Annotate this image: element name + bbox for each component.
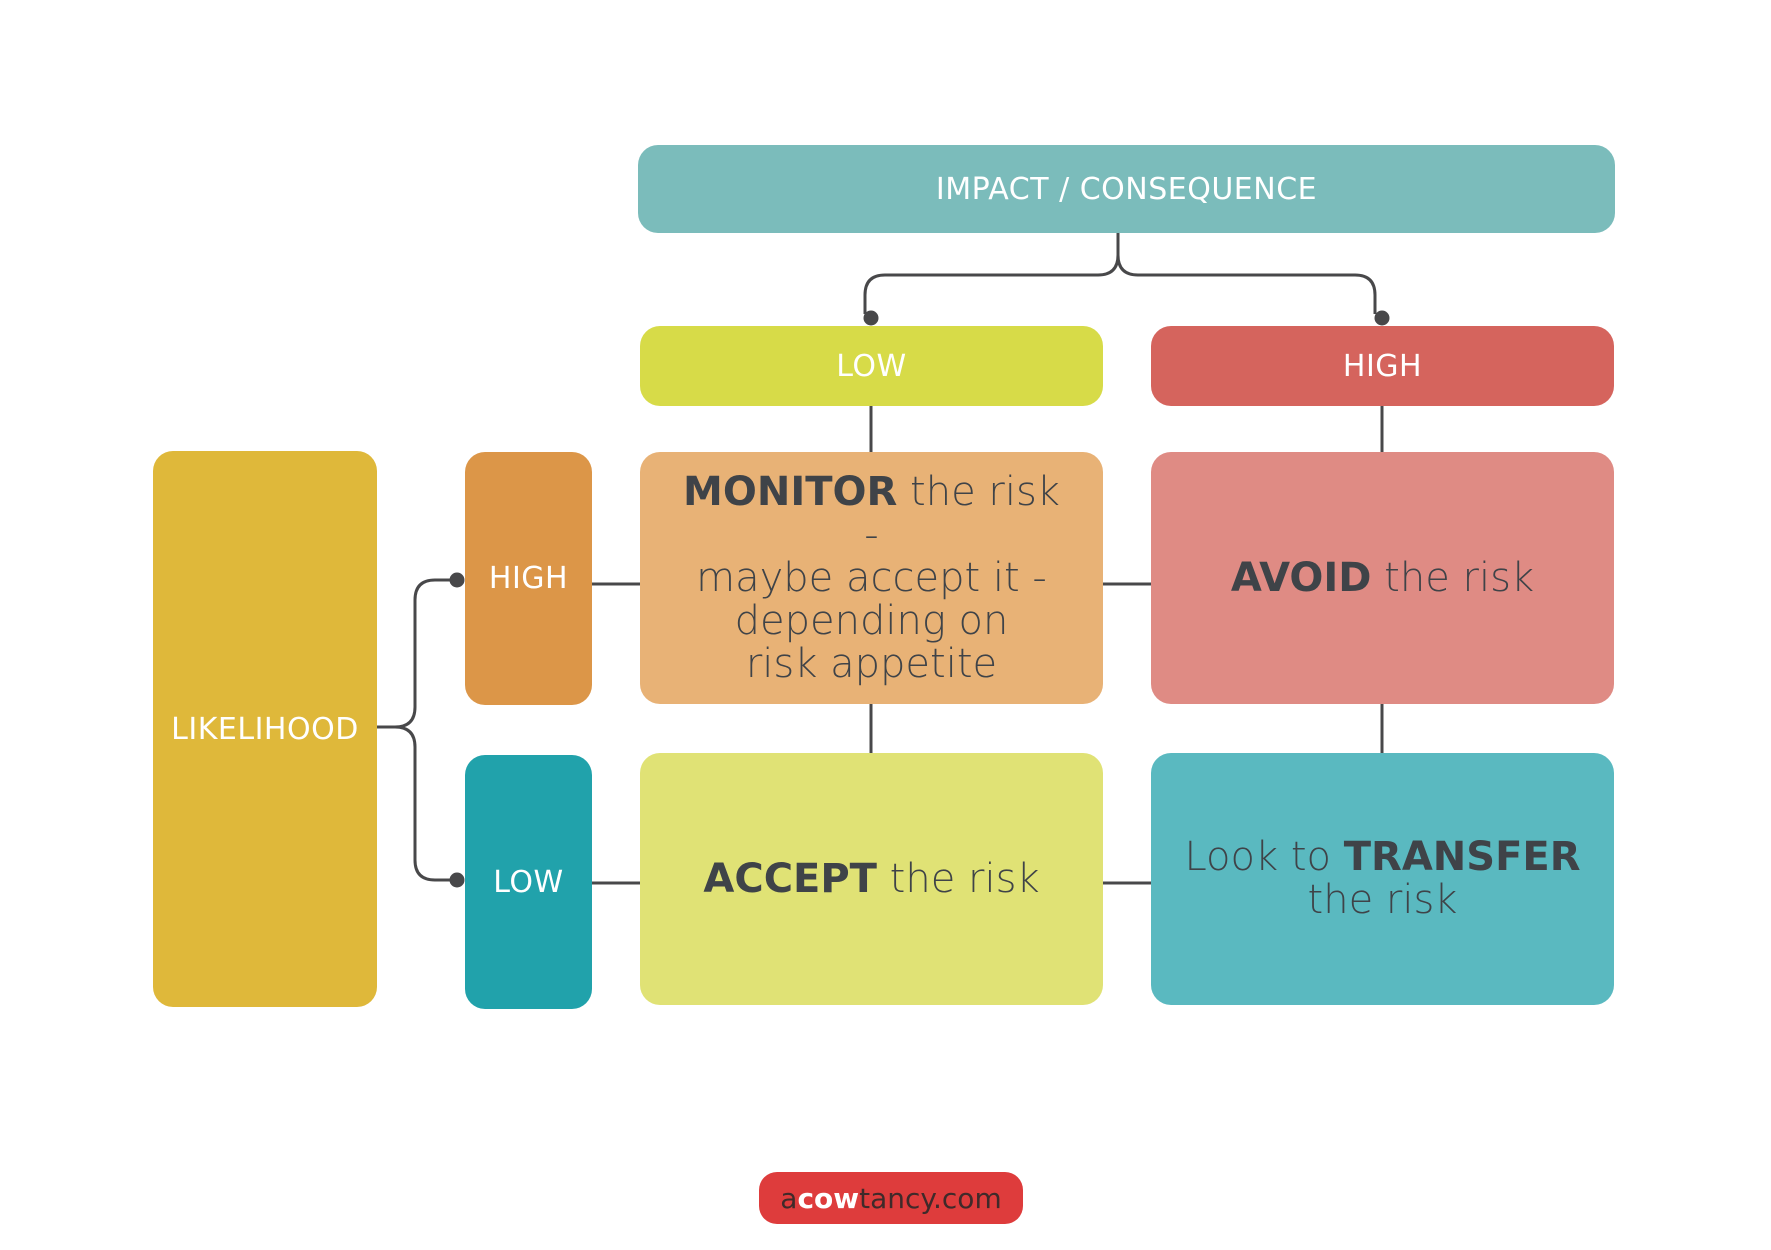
impact-connector xyxy=(863,233,1120,314)
dot-impact-high xyxy=(1374,310,1390,326)
likelihood-connector-lower xyxy=(394,725,455,882)
impact-low-label: LOW xyxy=(836,348,907,384)
transfer-pre: Look to xyxy=(1184,834,1344,880)
accept-strong: ACCEPT xyxy=(703,855,877,902)
likelihood-label: LIKELIHOOD xyxy=(171,711,359,747)
monitor-strong: MONITOR xyxy=(683,468,898,515)
accept-rest: the risk xyxy=(876,855,1040,902)
impact-low-box: LOW xyxy=(640,326,1103,406)
impact-high-box: HIGH xyxy=(1151,326,1614,406)
impact-header: IMPACT / CONSEQUENCE xyxy=(638,145,1615,233)
logo-rest: tancy.com xyxy=(859,1181,1002,1215)
logo-cow: cow xyxy=(797,1181,860,1215)
monitor-cell: MONITOR the risk - maybe accept it - dep… xyxy=(640,452,1103,704)
avoid-rest: the risk xyxy=(1371,554,1535,601)
dot-likelihood-low xyxy=(449,872,465,888)
avoid-strong: AVOID xyxy=(1230,554,1372,601)
impact-header-label: IMPACT / CONSEQUENCE xyxy=(935,171,1318,207)
impact-connector-right xyxy=(1116,254,1377,314)
likelihood-low-box: LOW xyxy=(465,755,592,1009)
likelihood-connector xyxy=(376,578,455,729)
monitor-line2: maybe accept it - xyxy=(696,554,1047,601)
logo-a: a xyxy=(780,1181,798,1215)
transfer-line2: the risk xyxy=(1307,877,1458,923)
likelihood-low-label: LOW xyxy=(493,864,564,900)
likelihood-high-box: HIGH xyxy=(465,452,592,705)
transfer-cell: Look to TRANSFER the risk xyxy=(1151,753,1614,1005)
likelihood-box: LIKELIHOOD xyxy=(153,451,377,1007)
transfer-strong: TRANSFER xyxy=(1343,834,1581,880)
dot-impact-low xyxy=(863,310,879,326)
dot-likelihood-high xyxy=(449,572,465,588)
impact-high-label: HIGH xyxy=(1342,348,1423,384)
monitor-line3: depending on xyxy=(734,597,1009,644)
accept-cell: ACCEPT the risk xyxy=(640,753,1103,1005)
avoid-cell: AVOID the risk xyxy=(1151,452,1614,704)
likelihood-high-label: HIGH xyxy=(488,561,569,596)
monitor-rest: the risk - xyxy=(864,468,1060,558)
monitor-line4: risk appetite xyxy=(745,640,998,687)
